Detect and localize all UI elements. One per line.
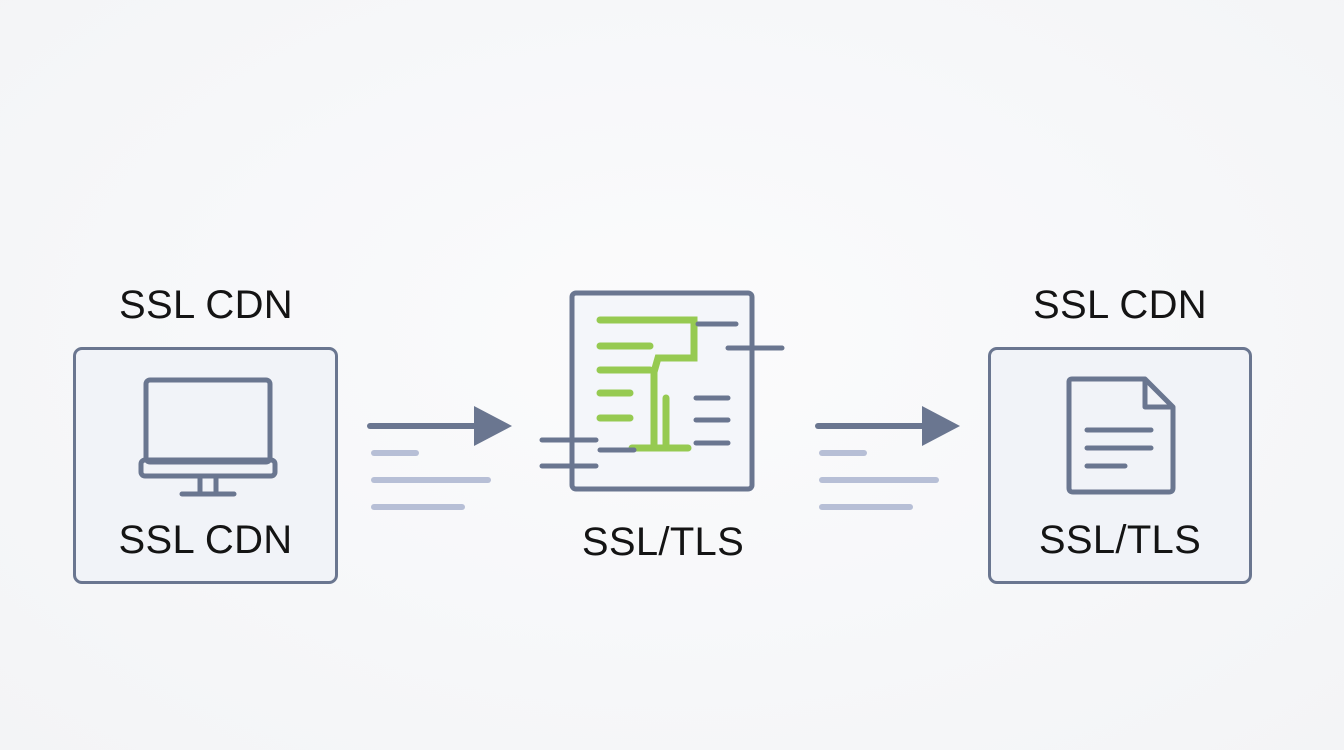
node-3-inner-label: SSL/TLS	[1038, 518, 1202, 562]
node-3-box: SSL/TLS	[988, 347, 1252, 584]
node-2-inner-label: SSL/TLS	[581, 520, 745, 564]
node-1-box: SSL CDN	[73, 347, 338, 584]
monitor-icon	[138, 376, 278, 500]
node-3-top-label: SSL CDN	[1033, 283, 1207, 327]
certificate-document-icon	[538, 290, 788, 492]
file-icon	[1061, 376, 1181, 498]
node-1-top-label: SSL CDN	[119, 283, 293, 327]
arrow-right-icon	[366, 396, 516, 516]
arrow-right-icon	[814, 396, 964, 516]
node-1-inner-label: SSL CDN	[118, 518, 293, 562]
